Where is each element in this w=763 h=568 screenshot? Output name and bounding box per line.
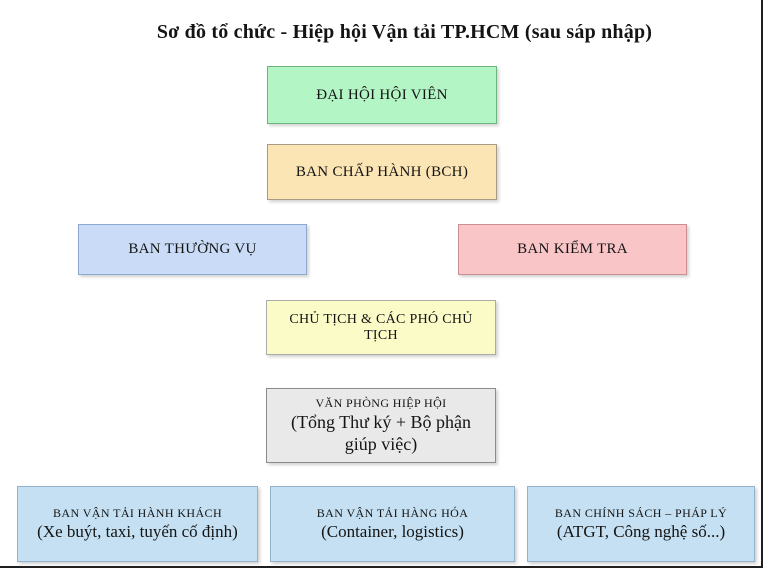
node-ban-van-tai-hanh-khach: BAN VẬN TẢI HÀNH KHÁCH (Xe buýt, taxi, t… xyxy=(17,486,258,562)
node-label: BAN VẬN TẢI HÀNG HÓA xyxy=(316,505,469,520)
node-label: ĐẠI HỘI HỘI VIÊN xyxy=(316,86,448,103)
node-sublabel: (Xe buýt, taxi, tuyến cố định) xyxy=(37,521,238,541)
node-van-phong-hiep-hoi: VĂN PHÒNG HIỆP HỘI (Tổng Thư ký + Bộ phậ… xyxy=(266,388,496,463)
node-label: BAN KIỂM TRA xyxy=(517,241,628,257)
node-label: BAN VẬN TẢI HÀNH KHÁCH xyxy=(52,505,223,520)
node-sublabel: (Container, logistics) xyxy=(321,521,464,541)
node-ban-chap-hanh: BAN CHẤP HÀNH (BCH) xyxy=(267,144,497,200)
node-dai-hoi-hoi-vien: ĐẠI HỘI HỘI VIÊN xyxy=(267,66,497,124)
node-label: VĂN PHÒNG HIỆP HỘI xyxy=(315,395,447,410)
node-label: BAN CHÍNH SÁCH – PHÁP LÝ xyxy=(554,505,728,520)
page-title: Sơ đồ tổ chức - Hiệp hội Vận tải TP.HCM … xyxy=(156,21,653,43)
node-ban-van-tai-hang-hoa: BAN VẬN TẢI HÀNG HÓA (Container, logisti… xyxy=(270,486,515,562)
node-label: BAN THƯỜNG VỤ xyxy=(128,241,257,257)
node-ban-chinh-sach-phap-ly: BAN CHÍNH SÁCH – PHÁP LÝ (ATGT, Công ngh… xyxy=(527,486,755,562)
node-chu-tich-pho-chu-tich: CHỦ TỊCH & CÁC PHÓ CHỦ TỊCH xyxy=(266,300,496,355)
node-sublabel: (Tổng Thư ký + Bộ phận giúp việc) xyxy=(290,411,472,454)
node-label: CHỦ TỊCH & CÁC PHÓ CHỦ TỊCH xyxy=(289,311,473,343)
node-ban-kiem-tra: BAN KIỂM TRA xyxy=(458,224,687,275)
node-label: BAN CHẤP HÀNH (BCH) xyxy=(295,163,469,180)
node-sublabel: (ATGT, Công nghệ số...) xyxy=(556,521,726,541)
node-ban-thuong-vu: BAN THƯỜNG VỤ xyxy=(78,224,307,275)
